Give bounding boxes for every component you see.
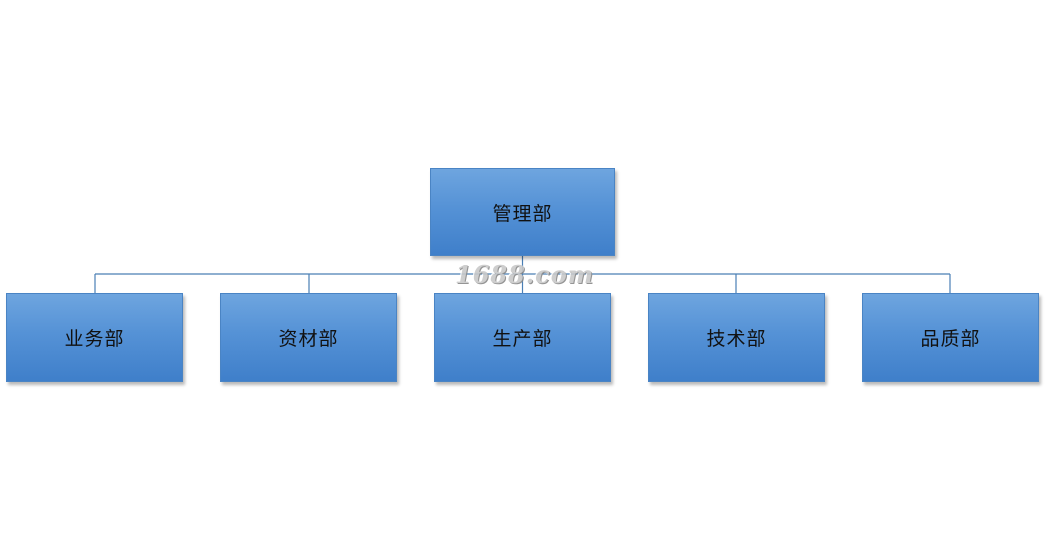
node-child-label: 生产部	[492, 328, 553, 350]
node-child-label: 资材部	[278, 328, 339, 350]
node-root[interactable]: 管理部	[430, 168, 615, 256]
node-root-label: 管理部	[492, 202, 553, 225]
node-child-label: 品质部	[920, 328, 981, 350]
node-child[interactable]: 资材部	[220, 293, 397, 382]
node-child[interactable]: 品质部	[862, 293, 1039, 382]
node-child-label: 技术部	[706, 328, 767, 350]
node-child[interactable]: 技术部	[648, 293, 825, 382]
node-child-label: 业务部	[64, 328, 125, 350]
node-child[interactable]: 业务部	[6, 293, 183, 382]
node-child[interactable]: 生产部	[434, 293, 611, 382]
